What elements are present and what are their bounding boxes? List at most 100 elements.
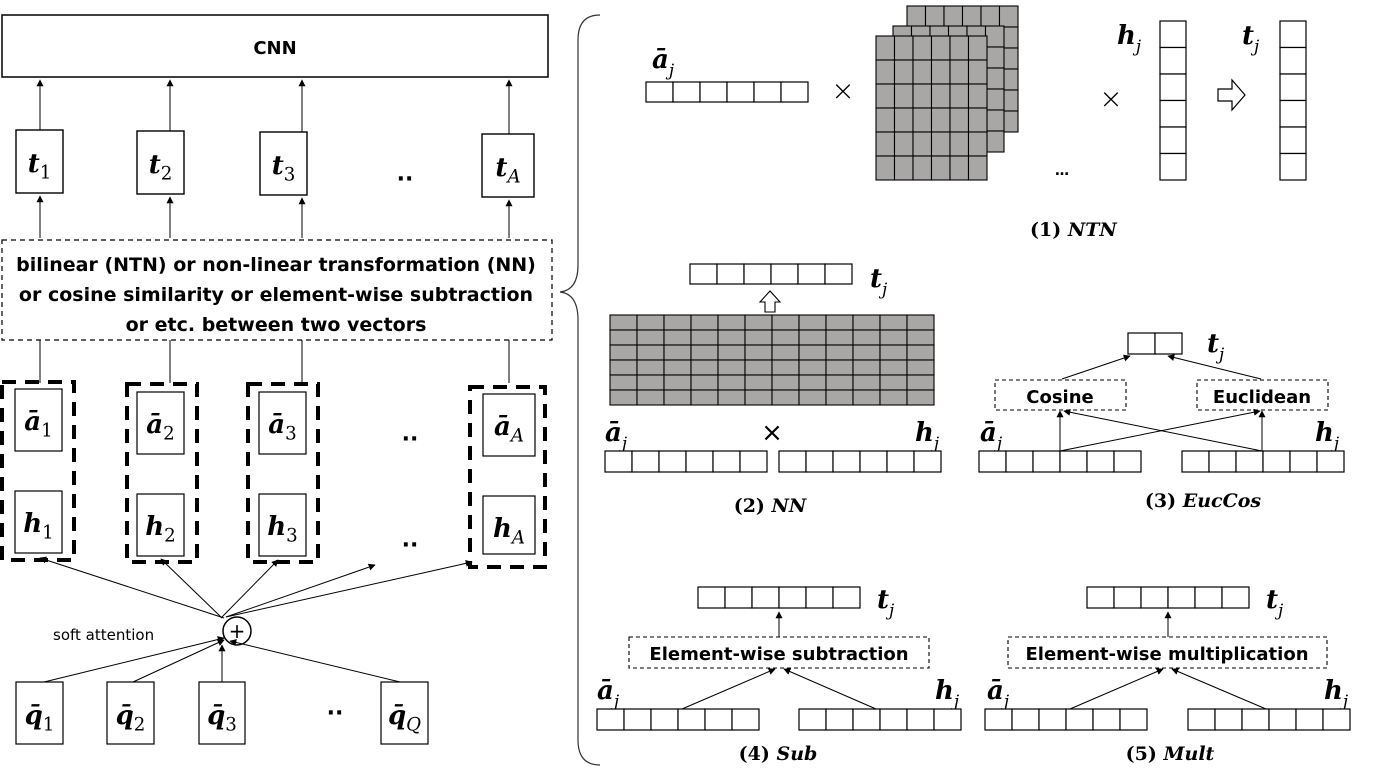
vector-cell [739, 450, 768, 473]
vector-cell [778, 450, 807, 473]
vector-cell [672, 81, 701, 103]
matrix-cell [879, 314, 908, 331]
a-node-box [136, 391, 185, 455]
q1-to-sum-arrow [43, 636, 225, 683]
ellipsis-h: ·· [402, 533, 419, 558]
vector-cell [1032, 450, 1061, 473]
vector-cell [1316, 450, 1345, 473]
vector-cell [1214, 708, 1243, 731]
nn-panel: × (2) NN [734, 290, 807, 517]
a-node-box [258, 391, 307, 455]
t-node-label: tA [495, 153, 520, 188]
matrix-cell [636, 344, 665, 361]
matrix-cell [717, 359, 746, 376]
matrix-cell [912, 131, 933, 157]
pair-group-3 [246, 382, 320, 564]
transformation-line-2: or cosine similarity or element-wise sub… [19, 284, 533, 306]
matrix-cell [961, 5, 982, 28]
a-to-euclidean-arrow [1059, 408, 1261, 452]
matrix-cell [798, 389, 827, 406]
a-node-label: āA [494, 412, 524, 447]
h-node-box [482, 495, 536, 555]
h-node-label: h3 [267, 512, 297, 547]
matrix-cell [663, 314, 692, 331]
vector-cell [1127, 332, 1156, 355]
matrix-cell [949, 83, 970, 109]
matrix-cell [949, 35, 970, 61]
vector-cell [753, 81, 782, 103]
matrix-cell [967, 83, 988, 109]
matrix-cell [663, 344, 692, 361]
matrix-cell [879, 329, 908, 346]
sum-to-h3-arrow [220, 559, 279, 619]
matrix-cell [912, 155, 933, 181]
ntn-tensor-slice-1 [875, 35, 988, 181]
multiplication-box-label: Element-wise multiplication [1025, 644, 1308, 665]
matrix-cell [893, 131, 914, 157]
q-node-4 [380, 681, 429, 745]
vector-cell [645, 81, 674, 103]
matrix-cell [825, 329, 854, 346]
vector-cell [623, 708, 652, 731]
matrix-cell [930, 155, 951, 181]
vector-cell [658, 450, 687, 473]
matrix-cell [930, 83, 951, 109]
matrix-cell [912, 35, 933, 61]
matrix-cell [906, 329, 935, 346]
matrix-cell [771, 374, 800, 391]
matrix-cell [984, 46, 1005, 69]
matrix-cell [893, 35, 914, 61]
vector-cell [906, 708, 935, 731]
matrix-cell [879, 359, 908, 376]
matrix-cell [717, 344, 746, 361]
nn-result-arrow-icon [758, 290, 782, 313]
t-node-box [481, 133, 535, 198]
h-node-label: h2 [145, 512, 175, 547]
vector-cell [1092, 708, 1121, 731]
vector-cell [797, 263, 826, 285]
transformation-box: bilinear (NTN) or non-linear transformat… [1, 239, 553, 341]
matrix-cell [967, 59, 988, 85]
matrix-cell [875, 35, 896, 61]
nn-times: × [761, 418, 783, 448]
qq-to-sum-arrow [229, 639, 401, 683]
q-node-row [15, 681, 429, 745]
vector-cell [1159, 46, 1187, 75]
vector-cell [1235, 450, 1264, 473]
pair-group-border [468, 385, 547, 569]
matrix-cell [967, 107, 988, 133]
matrix-cell [930, 107, 951, 133]
q-node-box [198, 681, 246, 745]
matrix-cell [852, 389, 881, 406]
q-node-box [106, 681, 155, 745]
matrix-cell [663, 359, 692, 376]
vector-cell [1119, 708, 1148, 731]
vector-cell [731, 708, 760, 731]
matrix-cell [663, 329, 692, 346]
matrix-cell [717, 389, 746, 406]
sum-to-more-arrow [225, 563, 376, 618]
vector-cell [1181, 450, 1210, 473]
matrix-cell [852, 359, 881, 376]
subtraction-box-label: Element-wise subtraction [649, 644, 908, 665]
matrix-cell [609, 344, 638, 361]
euccos-a-label: āj [980, 418, 1002, 453]
ntn-a-vector [645, 81, 809, 103]
h-node-label: hA [493, 514, 525, 549]
matrix-cell [798, 314, 827, 331]
t-node-3 [259, 131, 308, 196]
vector-cell [1065, 708, 1094, 731]
matrix-cell [609, 389, 638, 406]
sub-h-label: hj [935, 676, 959, 711]
vector-cell [852, 708, 881, 731]
nn-weight-matrix [609, 314, 935, 406]
pair-group-2 [125, 382, 199, 564]
vector-cell [1279, 126, 1307, 155]
mult-t-vector [1086, 586, 1250, 609]
matrix-cell [636, 314, 665, 331]
sum-to-hA-arrow [225, 559, 473, 618]
vector-cell [1159, 73, 1187, 102]
matrix-cell [609, 314, 638, 331]
a-node-box [482, 393, 536, 457]
